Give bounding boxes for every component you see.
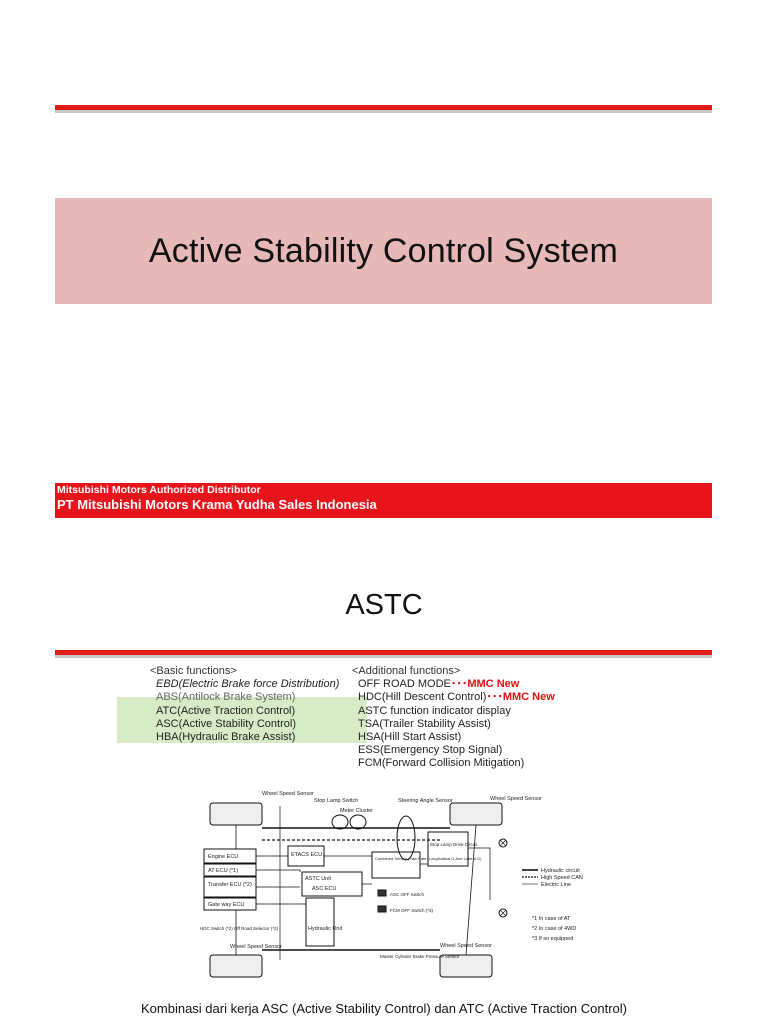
additional-functions-header: <Additional functions>	[352, 665, 461, 677]
meter-cluster-gauge	[331, 814, 349, 830]
diagram-label: Combined Sensor (Yaw Rate, Longitudinal …	[375, 856, 482, 861]
wheel-front-left	[209, 802, 263, 826]
basic-function-item: ABS(Antilock Brake System)	[156, 691, 296, 704]
additional-function-item: HDC(Hill Descent Control)･･･MMC New	[358, 691, 555, 704]
diagram-label: Hydraulic circuit	[541, 868, 580, 874]
diagram-label: *3 If so equipped	[532, 936, 573, 942]
diagram-label: Wheel Speed Sensor	[262, 791, 314, 797]
diagram-label: Electric Line	[541, 882, 571, 888]
diagram-label: Stop Lamp Switch	[314, 798, 358, 804]
diagram-label: ASC ECU	[312, 886, 336, 892]
top-red-line-shadow	[55, 110, 712, 113]
additional-function-item: TSA(Trailer Stability Assist)	[358, 717, 491, 730]
basic-function-item: ASC(Active Stability Control)	[156, 717, 296, 730]
diagram-label: Meter Cluster	[340, 808, 373, 814]
diagram-label: FCM OFF Switch (*3)	[390, 908, 434, 913]
diagram-label: Off Road Selector (*2)	[234, 926, 279, 931]
wheel-rear-left	[209, 954, 263, 978]
diagram-label: Wheel Speed Sensor	[230, 944, 282, 950]
astc-title: ASTC	[345, 589, 423, 621]
astc-unit-box	[301, 871, 363, 897]
distributor-name: PT Mitsubishi Motors Krama Yudha Sales I…	[57, 497, 377, 512]
diagram-label: Wheel Speed Sensor	[490, 796, 542, 802]
additional-functions-list: <Additional functions> OFF ROAD MODE･･･M…	[352, 665, 555, 771]
diagram-label: *2 In case of 4WD	[532, 926, 576, 932]
distributor-banner: Mitsubishi Motors Authorized Distributor…	[55, 483, 712, 518]
basic-function-item: ATC(Active Traction Control)	[156, 704, 296, 717]
hydraulic-unit-box	[305, 897, 335, 947]
wheel-speed-sensor-icon	[498, 838, 508, 848]
basic-functions-list: <Basic functions> EBD(Electric Brake for…	[150, 665, 339, 744]
highlight-box	[117, 697, 367, 743]
additional-function-item: ASTC function indicator display	[358, 704, 511, 717]
slide-title-banner: Active Stability Control System	[55, 198, 712, 304]
diagram-label: AT ECU (*1)	[208, 868, 238, 874]
steering-wheel	[396, 815, 416, 861]
slide-title: Active Stability Control System	[148, 231, 619, 270]
diagram-label: Gate way ECU	[208, 902, 244, 908]
stop-lamp-drive-box	[427, 831, 469, 867]
meter-cluster-gauge	[349, 814, 367, 830]
mmc-new-tag: ･･･MMC New	[450, 678, 520, 691]
diagram-label: ETACS ECU	[291, 852, 322, 858]
additional-function-item: FCM(Forward Collision Mitigation)	[358, 757, 525, 770]
additional-function-item: OFF ROAD MODE･･･MMC New	[358, 678, 520, 691]
basic-functions-header: <Basic functions>	[150, 665, 237, 677]
diagram-label: ASC OFF Switch	[390, 892, 425, 897]
astc-red-line	[55, 650, 712, 655]
diagram-label: Wheel Speed Sensor	[440, 943, 492, 949]
diagram-label: Steering Angle Sensor	[398, 798, 453, 804]
distributor-caption: Mitsubishi Motors Authorized Distributor	[57, 484, 261, 496]
diagram-label: Engine ECU	[208, 854, 238, 860]
astc-red-line-shadow	[55, 655, 712, 658]
combined-sensor-box	[371, 851, 421, 879]
mmc-new-tag: ･･･MMC New	[486, 691, 555, 704]
diagram-label: Hydraulic Unit	[308, 926, 343, 932]
diagram-label: *1 In case of AT	[532, 916, 571, 922]
asc-off-switch	[377, 889, 387, 897]
wheel-front-right	[449, 802, 503, 826]
basic-function-item: HBA(Hydraulic Brake Assist)	[156, 731, 296, 744]
diagram-caption: Kombinasi dari kerja ASC (Active Stabili…	[141, 1001, 627, 1016]
diagram-label: ASTC Unit	[305, 876, 331, 882]
diagram-label: HDC Switch (*2)	[200, 926, 233, 931]
diagram-label: Transfer ECU (*2)	[208, 882, 252, 888]
wheel-speed-sensor-icon	[498, 908, 508, 918]
additional-function-item: ESS(Emergency Stop Signal)	[358, 744, 503, 757]
diagram-label: High Speed CAN	[541, 875, 583, 881]
top-red-line	[55, 105, 712, 110]
diagram-label: Stop Lamp Drive Circuit	[430, 842, 478, 847]
additional-function-item: HSA(Hill Start Assist)	[358, 731, 462, 744]
basic-function-item: EBD(Electric Brake force Distribution)	[156, 678, 340, 691]
fcm-off-switch	[377, 905, 387, 913]
diagram-label: Master Cylinder Brake Pressure Sensor	[380, 954, 460, 959]
